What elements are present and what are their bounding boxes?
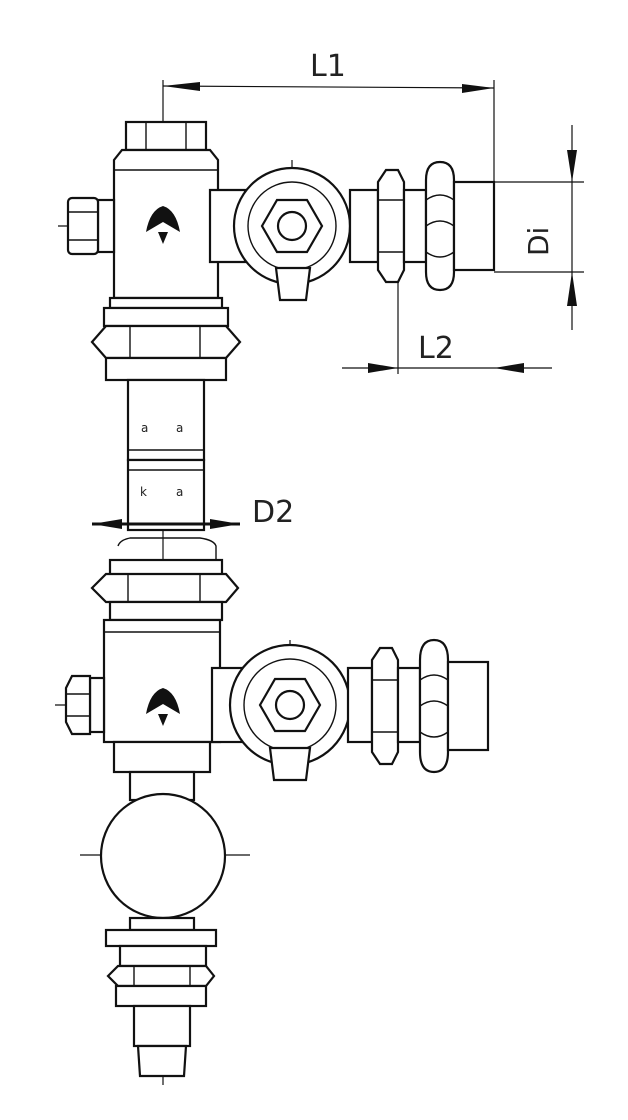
upper-cock xyxy=(232,160,496,302)
drain-hex-nut xyxy=(106,964,216,988)
drain-collar xyxy=(118,944,208,968)
drain-neck xyxy=(128,916,196,932)
upper-bottom-collar xyxy=(102,306,230,328)
upper-cock-handle xyxy=(274,266,312,302)
upper-hex-nut xyxy=(90,324,242,360)
lower-valve-base xyxy=(112,740,212,774)
l1-label: L1 xyxy=(310,49,346,84)
d2-label: D2 xyxy=(252,495,294,530)
lower-cock-outlet xyxy=(346,666,374,744)
di-arrow-top xyxy=(567,150,577,182)
upper-union-nut xyxy=(424,160,456,292)
upper-tail-pipe xyxy=(452,180,496,272)
drain-upper-flange xyxy=(104,928,218,948)
gauge-glass-lower xyxy=(126,458,206,532)
lower-valve xyxy=(64,537,246,802)
lower-valve-body xyxy=(102,618,222,744)
drain-pipe xyxy=(132,1004,192,1048)
lower-flow-arrow-icon xyxy=(146,688,180,714)
upper-cock-stem xyxy=(276,210,308,242)
gauge-glass-upper xyxy=(126,378,206,462)
upper-left-plug-neck xyxy=(96,198,116,254)
glass-mark-3: k xyxy=(140,485,147,499)
l2-label: L2 xyxy=(418,331,454,366)
dimension-l1: L1 xyxy=(162,49,495,268)
lower-nut-base xyxy=(108,600,224,622)
glass-mark-1: a xyxy=(141,421,148,435)
upper-bottom-flange xyxy=(108,296,224,310)
upper-left-plug xyxy=(66,196,100,256)
l2-arrow-left xyxy=(368,363,398,373)
lower-cock xyxy=(228,638,490,782)
l1-arrow-left xyxy=(163,82,200,91)
l2-arrow-right xyxy=(494,363,524,373)
gauge-glass-section: a a k a xyxy=(92,378,240,532)
lower-coupling-sleeve xyxy=(396,666,422,744)
dimension-l2: L2 xyxy=(342,282,552,374)
lower-hex-nut xyxy=(90,572,240,604)
drain-sphere xyxy=(99,792,227,920)
lower-union-nut xyxy=(418,638,450,774)
upper-valve xyxy=(66,120,247,382)
upper-flow-arrow-icon xyxy=(146,206,180,232)
glass-mark-4: a xyxy=(176,485,183,499)
drain-section xyxy=(99,792,227,1078)
lower-cock-handle xyxy=(268,746,312,782)
lower-left-plug xyxy=(64,674,92,736)
upper-top-cap xyxy=(124,120,208,152)
upper-cock-outlet xyxy=(348,188,380,264)
drain-outlet xyxy=(136,1044,188,1078)
lower-tail-pipe xyxy=(446,660,490,752)
dimension-di: Di xyxy=(494,125,584,330)
upper-coupling-sleeve xyxy=(402,188,428,264)
dimension-d2: D2 xyxy=(252,495,294,530)
lower-left-plug-neck xyxy=(88,676,106,734)
lower-cock-stem xyxy=(274,689,306,721)
upper-valve-body xyxy=(112,148,220,300)
di-label: Di xyxy=(522,227,555,256)
upper-nut-base xyxy=(104,356,228,382)
di-arrow-bottom xyxy=(567,272,577,306)
glass-mark-2: a xyxy=(176,421,183,435)
drain-nut-base xyxy=(114,984,208,1008)
upper-coupling-hex xyxy=(376,168,406,284)
lower-coupling-hex xyxy=(370,646,400,766)
l1-arrow-right xyxy=(462,84,494,93)
